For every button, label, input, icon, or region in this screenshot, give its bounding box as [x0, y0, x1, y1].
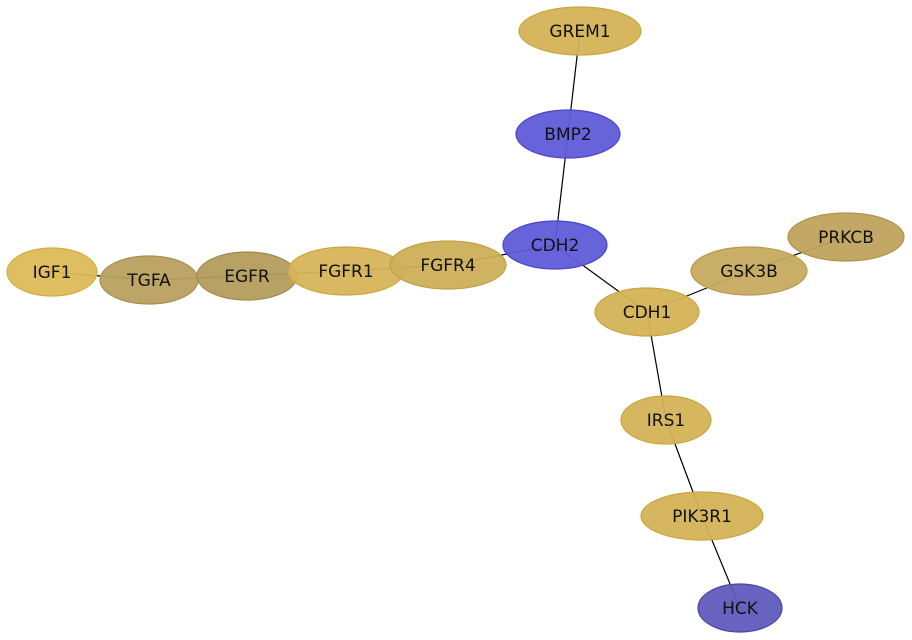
node-pik3r1[interactable]: PIK3R1 — [640, 491, 764, 541]
node-irs1[interactable]: IRS1 — [620, 395, 712, 445]
node-label: HCK — [722, 599, 759, 619]
node-label: FGFR4 — [420, 256, 475, 276]
node-label: EGFR — [224, 267, 270, 287]
node-hck[interactable]: HCK — [697, 583, 783, 633]
node-igf1[interactable]: IGF1 — [6, 247, 98, 297]
node-egfr[interactable]: EGFR — [196, 251, 298, 301]
node-label: TGFA — [126, 271, 171, 291]
node-label: GREM1 — [549, 22, 610, 42]
node-ellipse — [515, 109, 621, 159]
node-ellipse — [502, 220, 608, 270]
node-ellipse — [787, 212, 905, 262]
node-ellipse — [620, 395, 712, 445]
node-label: PIK3R1 — [672, 507, 732, 527]
node-fgfr1[interactable]: FGFR1 — [287, 246, 405, 296]
node-ellipse — [697, 583, 783, 633]
node-bmp2[interactable]: BMP2 — [515, 109, 621, 159]
node-ellipse — [518, 6, 642, 56]
node-tgfa[interactable]: TGFA — [99, 255, 199, 305]
node-gsk3b[interactable]: GSK3B — [690, 246, 808, 296]
node-ellipse — [690, 246, 808, 296]
node-ellipse — [389, 240, 507, 290]
node-ellipse — [6, 247, 98, 297]
node-grem1[interactable]: GREM1 — [518, 6, 642, 56]
node-label: IRS1 — [647, 411, 685, 431]
node-prkcb[interactable]: PRKCB — [787, 212, 905, 262]
node-label: BMP2 — [544, 125, 591, 145]
node-label: CDH2 — [531, 236, 580, 256]
node-ellipse — [640, 491, 764, 541]
node-label: CDH1 — [623, 303, 672, 323]
node-label: GSK3B — [720, 262, 778, 282]
node-fgfr4[interactable]: FGFR4 — [389, 240, 507, 290]
node-label: PRKCB — [818, 228, 874, 248]
node-ellipse — [594, 287, 700, 337]
node-cdh1[interactable]: CDH1 — [594, 287, 700, 337]
node-cdh2[interactable]: CDH2 — [502, 220, 608, 270]
node-label: FGFR1 — [318, 262, 373, 282]
node-label: IGF1 — [33, 263, 72, 283]
